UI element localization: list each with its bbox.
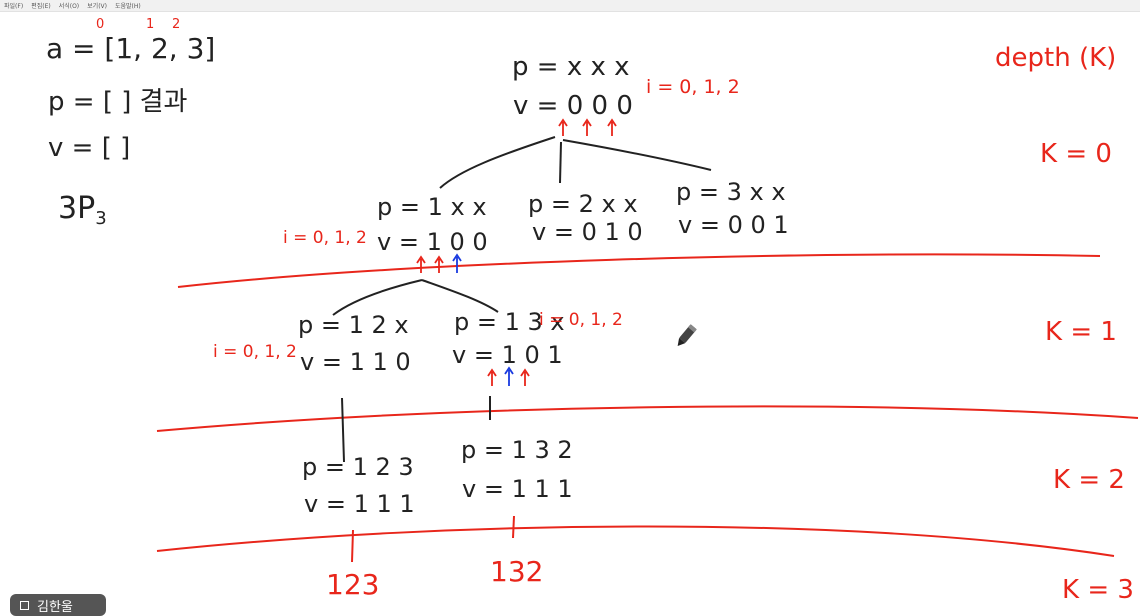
edge-n1-n12	[332, 279, 423, 316]
result-132: 132	[490, 555, 543, 588]
node-n1-p: p = 1 x x	[377, 193, 487, 221]
n1-arrows	[416, 253, 462, 273]
connector-132	[512, 515, 515, 539]
node-n132-p: p = 1 3 2	[461, 436, 573, 464]
connector-123	[351, 529, 354, 563]
edge-root-n2	[559, 141, 562, 184]
node-n3-p: p = 3 x x	[676, 178, 786, 206]
node-n12-v: v = 1 1 0	[300, 348, 411, 376]
presenter-name-tag: 김한울	[10, 594, 106, 616]
node-n2-v: v = 0 1 0	[532, 218, 643, 246]
loop-annotation-n1: i = 0, 1, 2	[283, 228, 367, 248]
edge-root-n3	[562, 139, 712, 171]
menu-bar: 파일(F) 편집(E) 서식(O) 보기(V) 도움말(H)	[0, 0, 1140, 12]
edge-n1-n13	[421, 279, 499, 313]
video-square-icon	[20, 600, 29, 610]
v-empty-note: v = [ ]	[48, 133, 130, 163]
separator-k0-k1	[177, 253, 1101, 288]
index-label-1: 1	[146, 17, 154, 32]
node-n13-p: p = 1 3 x	[454, 308, 565, 336]
separator-k2-k3	[156, 525, 1115, 557]
p-result-note: p = [ ] 결과	[48, 87, 188, 117]
depth-label-k3: K = 3	[1062, 575, 1134, 605]
node-n1-v: v = 1 0 0	[377, 228, 488, 256]
node-n2-p: p = 2 x x	[528, 190, 638, 218]
menu-edit[interactable]: 편집(E)	[31, 3, 51, 10]
menu-view[interactable]: 보기(V)	[87, 3, 107, 10]
n13-arrows	[487, 366, 530, 386]
result-connectors	[351, 515, 515, 563]
node-n3-v: v = 0 0 1	[678, 211, 789, 239]
menu-help[interactable]: 도움말(H)	[114, 3, 141, 10]
depth-label-k0: K = 0	[1040, 139, 1112, 169]
loop-annotation-root: i = 0, 1, 2	[646, 76, 740, 98]
result-123: 123	[326, 568, 379, 601]
visit-arrows	[416, 118, 617, 386]
edge-root-n1	[439, 136, 556, 189]
node-n123-p: p = 1 2 3	[302, 453, 414, 481]
node-n123-v: v = 1 1 1	[304, 490, 415, 518]
node-n132-v: v = 1 1 1	[462, 475, 573, 503]
menu-file[interactable]: 파일(F)	[4, 3, 24, 10]
menu-format[interactable]: 서식(O)	[58, 3, 80, 10]
array-a-note: a = [1, 2, 3]	[46, 32, 215, 65]
edge-n12-n123	[341, 397, 345, 463]
pen-cursor-icon	[677, 324, 697, 346]
loop-annotation-n12: i = 0, 1, 2	[213, 342, 297, 362]
node-root-v: v = 0 0 0	[513, 91, 633, 121]
perm-note: 3P3	[58, 191, 107, 229]
node-n13-v: v = 1 0 1	[452, 341, 563, 369]
depth-label-k1: K = 1	[1045, 317, 1117, 347]
depth-title: depth (K)	[995, 43, 1116, 73]
node-n12-p: p = 1 2 x	[298, 311, 409, 339]
index-label-0: 0	[96, 17, 104, 32]
index-label-2: 2	[172, 17, 180, 32]
presenter-name: 김한울	[37, 599, 73, 615]
separator-k1-k2	[156, 405, 1139, 432]
tree-edges	[332, 136, 712, 463]
depth-label-k2: K = 2	[1053, 465, 1125, 495]
root-arrows	[558, 118, 617, 136]
node-root-p: p = x x x	[512, 52, 630, 82]
depth-separators	[156, 253, 1139, 557]
loop-annotation-n13: i = 0, 1, 2	[539, 310, 623, 330]
